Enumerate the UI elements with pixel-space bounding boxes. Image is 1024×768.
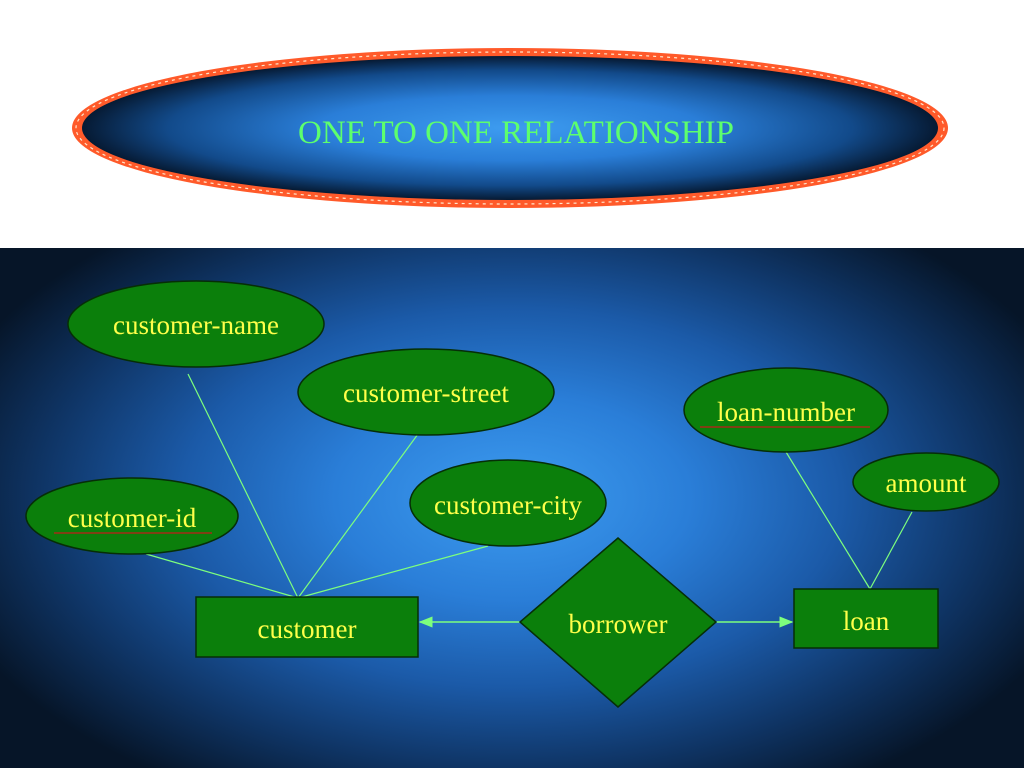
attribute-customer-street: customer-street	[297, 348, 555, 436]
title-banner: ONE TO ONE RELATIONSHIP	[72, 48, 948, 208]
attribute-label: amount	[886, 468, 967, 498]
connector-customer-name	[187, 373, 299, 599]
attribute-customer-city: customer-city	[409, 459, 607, 547]
diagram-panel: customer-name customer-street customer-c…	[0, 248, 1024, 768]
connector-customer-city	[297, 545, 489, 599]
connector-customer-street	[297, 433, 419, 599]
connector-loan-number	[785, 451, 871, 590]
entity-label: loan	[843, 606, 890, 636]
entity-label: customer	[258, 614, 357, 644]
connector-customer-id	[145, 553, 299, 599]
entity-customer: customer	[195, 596, 419, 658]
attribute-customer-name: customer-name	[67, 280, 325, 368]
attribute-label-key: customer-id	[68, 503, 197, 533]
er-diagram: customer-name customer-street customer-c…	[25, 280, 1000, 708]
attribute-label: customer-city	[434, 490, 582, 520]
title-ellipse	[82, 56, 938, 200]
connector-lines	[145, 373, 913, 599]
page-title: ONE TO ONE RELATIONSHIP	[298, 115, 734, 151]
title-ellipse-border-pattern	[75, 51, 945, 205]
attribute-customer-id: customer-id	[25, 477, 239, 555]
entity-loan: loan	[793, 588, 939, 649]
attribute-label: customer-name	[113, 310, 279, 340]
relationship-borrower: borrower	[518, 537, 718, 708]
attribute-label-key: loan-number	[717, 397, 855, 427]
attribute-label: customer-street	[343, 378, 509, 408]
attribute-amount: amount	[852, 452, 1000, 512]
connector-amount	[869, 511, 913, 590]
relationship-label: borrower	[569, 609, 668, 639]
attribute-loan-number: loan-number	[683, 367, 889, 453]
